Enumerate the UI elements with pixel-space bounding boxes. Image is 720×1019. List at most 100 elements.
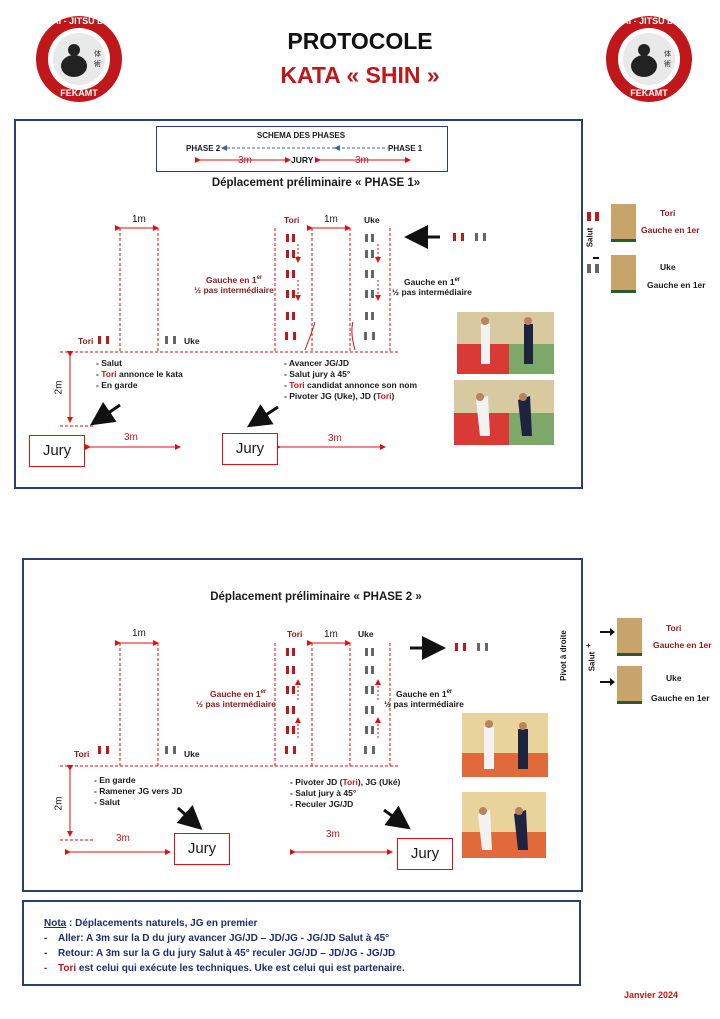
phase2-title: Déplacement préliminaire « PHASE 2 » — [210, 591, 422, 603]
p1-photo-top — [457, 312, 554, 374]
nota-tori-line: -Tori est celui qui exécute les techniqu… — [44, 963, 405, 974]
schema-phases-box — [156, 126, 448, 172]
p1-pas-right: ½ pas intermédiaire — [392, 287, 472, 297]
p1-list-left-item: - En garde — [96, 380, 138, 390]
p2-dist-1m-b: 1m — [324, 629, 338, 640]
p1-list-right-item-pivot: - Pivoter JG (Uke), JD (Tori) — [284, 391, 395, 401]
legend1-footprints-icon — [587, 212, 599, 273]
legend2-uke: Uke — [666, 673, 682, 683]
schema-title: SCHEMA DES PHASES — [256, 131, 346, 140]
p2-gauche-left-sup: er — [260, 689, 267, 695]
legend1-tori: Tori — [660, 208, 676, 218]
logo-right-bottom-text: FEKAMT — [630, 88, 668, 98]
p2-tori-top: Tori — [287, 629, 303, 639]
p2-list-right-item: - Reculer JG/JD — [290, 799, 354, 809]
nota-intro: : Déplacements naturels, JG en premier — [66, 918, 258, 929]
p2-jury-right: Jury — [397, 838, 453, 870]
p2-dist-2m: 2m — [53, 796, 65, 811]
p1-list-left: - Salut - Tori annonce le kata - En gard… — [96, 358, 183, 391]
legend2-tori: Tori — [666, 623, 682, 633]
legend1-tori-sub: Gauche en 1er — [641, 225, 700, 235]
p1-list-right-item-tori: - Tori candidat annonce son nom — [284, 380, 418, 390]
p2-photo-top — [462, 713, 548, 777]
p2-pas-right: ½ pas intermédiaire — [384, 699, 464, 709]
p2-dist-3m-right: 3m — [326, 829, 340, 840]
logo-right-top-text: TAI - JITSU DO — [617, 16, 681, 26]
p2-tori-side: Tori — [74, 749, 90, 759]
p1-gauche-right-sup: er — [454, 277, 461, 283]
p2-dist-1m-a: 1m — [132, 628, 146, 639]
legend2-salut: Salut — [587, 651, 597, 672]
legend2-uke-photo — [617, 666, 642, 704]
nota-box — [22, 900, 581, 986]
p2-uke-side: Uke — [184, 749, 200, 759]
svg-text:術: 術 — [94, 59, 101, 68]
p1-dist-3m-left: 3m — [124, 432, 138, 443]
nota-tori-rest: est celui qui exécute les techniques. Uk… — [76, 963, 405, 974]
p2-list-left-item: - Ramener JG vers JD — [94, 786, 183, 796]
p1-tori-side: Tori — [78, 336, 94, 346]
schema-jury: JURY — [291, 155, 314, 165]
legend1-uke-sub: Gauche en 1er — [647, 280, 706, 290]
p2-gauche-right-sup: er — [446, 689, 453, 695]
svg-text:体: 体 — [664, 49, 671, 58]
nota-retour: Retour: A 3m sur la G du jury Salut à 45… — [58, 948, 396, 959]
p1-photo-bottom — [454, 380, 554, 445]
p1-list-left-item-tori: - Tori annonce le kata — [96, 369, 183, 379]
legend2-arrows-icon — [600, 628, 615, 686]
legend2-pivot: Pivot à droite — [558, 630, 568, 681]
p2-jury-left: Jury — [174, 833, 230, 865]
p2-pas-left: ½ pas intermédiaire — [196, 699, 276, 709]
svg-text:体: 体 — [94, 49, 101, 58]
page-title: PROTOCOLE — [287, 28, 433, 54]
legend1-tori-photo — [611, 204, 636, 242]
p1-list-right-item: - Salut jury à 45° — [284, 369, 351, 379]
p1-jury-left: Jury — [29, 435, 85, 467]
phase2-panel — [22, 558, 583, 892]
p2-dist-3m-left: 3m — [116, 833, 130, 844]
footer-date: Janvier 2024 — [624, 990, 679, 1000]
p1-tori-top: Tori — [284, 215, 300, 225]
p2-list-left-item: - Salut — [94, 797, 120, 807]
p2-uke-top: Uke — [358, 629, 374, 639]
p1-dist-1m-a: 1m — [132, 214, 146, 225]
p2-list-right-item-pivot: - Pivoter JD (Tori), JG (Uké) — [290, 777, 401, 787]
fekamt-logo-right: 体 術 — [604, 14, 694, 104]
schema-phase1: PHASE 1 — [388, 144, 423, 153]
p2-list-right-item: - Salut jury à 45° — [290, 788, 357, 798]
p2-list-left-item: - En garde — [94, 775, 136, 785]
p1-gauche-left: Gauche en 1 — [206, 274, 257, 285]
nota-label: Nota — [44, 918, 67, 929]
legend1-uke-photo — [611, 255, 636, 293]
p1-jury-right: Jury — [222, 433, 278, 465]
nota-tori-word: Tori — [58, 963, 77, 974]
page-subtitle: KATA « SHIN » — [280, 62, 440, 88]
p1-uke-top: Uke — [364, 215, 380, 225]
phase1-title: Déplacement préliminaire « PHASE 1» — [211, 177, 421, 189]
p1-dist-1m-b: 1m — [324, 214, 338, 225]
nota-aller: Aller: A 3m sur la D du jury avancer JG/… — [58, 933, 390, 944]
p2-list-right: - Pivoter JD (Tori), JG (Uké) - Salut ju… — [290, 777, 400, 810]
p1-list-right: - Avancer JG/JD - Salut jury à 45° - Tor… — [284, 358, 417, 402]
svg-text:術: 術 — [664, 59, 671, 68]
nota-content: Nota : Déplacements naturels, JG en prem… — [44, 916, 405, 976]
p1-list-left-item: - Salut — [96, 358, 122, 368]
p2-list-left: - En garde - Ramener JG vers JD - Salut — [94, 775, 182, 808]
legend2-tori-photo — [617, 618, 642, 656]
p1-dist-3m-right: 3m — [328, 433, 342, 444]
p1-uke-side: Uke — [184, 336, 200, 346]
logo-left-top-text: TAI - JITSU DO — [47, 16, 111, 26]
logo-left-bottom-text: FEKAMT — [60, 88, 98, 98]
p1-pas-left: ½ pas intermédiaire — [194, 285, 274, 295]
legend1-uke: Uke — [660, 262, 676, 272]
p1-gauche-right: Gauche en 1 — [404, 276, 455, 287]
p1-list-right-item: - Avancer JG/JD — [284, 358, 350, 368]
p2-gauche-right: Gauche en 1 — [396, 688, 447, 699]
nota-intro-line: Nota : Déplacements naturels, JG en prem… — [44, 916, 405, 931]
phase1-panel — [14, 119, 583, 489]
nota-retour-line: -Retour: A 3m sur la G du jury Salut à 4… — [44, 948, 396, 959]
p2-gauche-left: Gauche en 1 — [210, 688, 261, 699]
fekamt-logo-left: 体 術 — [34, 14, 124, 104]
